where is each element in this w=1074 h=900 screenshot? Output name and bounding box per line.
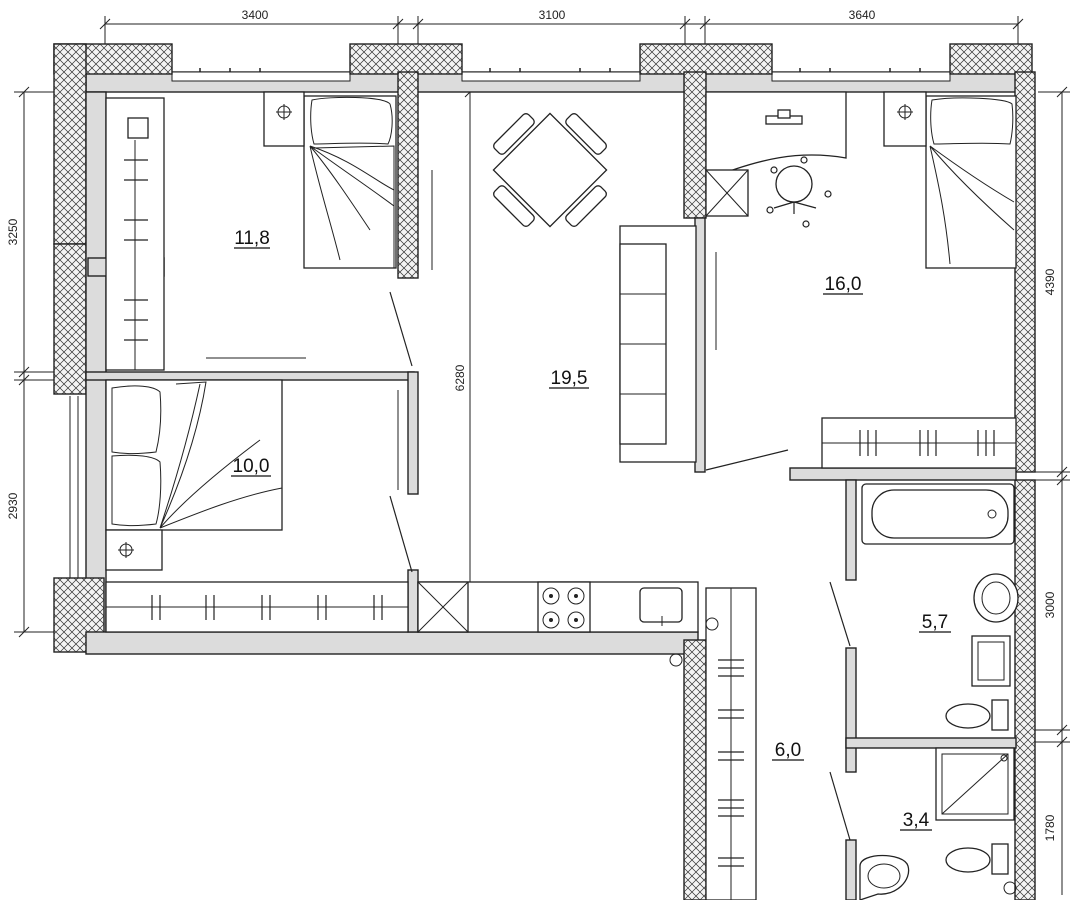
walls — [53, 43, 1036, 900]
area-living: 19,5 — [551, 368, 588, 389]
toilet-icon — [945, 699, 1009, 875]
dim-top-1: 3400 — [242, 8, 269, 22]
dimensions-right: 4390 3000 1780 — [1030, 86, 1070, 895]
sink-icon — [859, 854, 910, 900]
kitchen — [417, 581, 719, 667]
doors — [206, 170, 851, 841]
dim-right-1: 4390 — [1043, 268, 1057, 295]
bathtub-icon — [861, 483, 1015, 545]
sink-icon — [971, 573, 1019, 687]
dimensions-top: 3400 3100 3640 — [99, 8, 1024, 70]
area-hall: 6,0 — [775, 740, 801, 761]
area-bedroom-1: 11,8 — [234, 228, 270, 249]
wardrobe-icon — [105, 97, 1017, 900]
dim-left-1: 3250 — [6, 218, 20, 245]
desk-icon — [705, 91, 847, 228]
dim-inner: 6280 — [453, 364, 467, 391]
area-bathroom: 5,7 — [922, 612, 948, 633]
dim-top-3: 3640 — [849, 8, 876, 22]
sink-icon — [639, 587, 683, 626]
table-icon — [492, 112, 608, 228]
dim-left-2: 2930 — [6, 492, 20, 519]
dimension-inner: 6280 — [453, 86, 476, 638]
dim-top-2: 3100 — [539, 8, 566, 22]
stove-icon — [537, 581, 591, 633]
shower-icon — [935, 747, 1015, 821]
dim-right-2: 3000 — [1043, 591, 1057, 618]
dimensions-left: 3250 2930 — [6, 86, 88, 638]
area-labels: 11,8 10,0 19,5 16,0 5,7 6,0 3,4 — [231, 228, 951, 831]
dim-right-3: 1780 — [1043, 814, 1057, 841]
area-bedroom-3: 16,0 — [825, 274, 862, 295]
bed-icon — [105, 91, 1017, 571]
area-wc: 3,4 — [903, 810, 930, 831]
area-bedroom-2: 10,0 — [233, 456, 270, 477]
sofa-icon — [619, 225, 697, 463]
